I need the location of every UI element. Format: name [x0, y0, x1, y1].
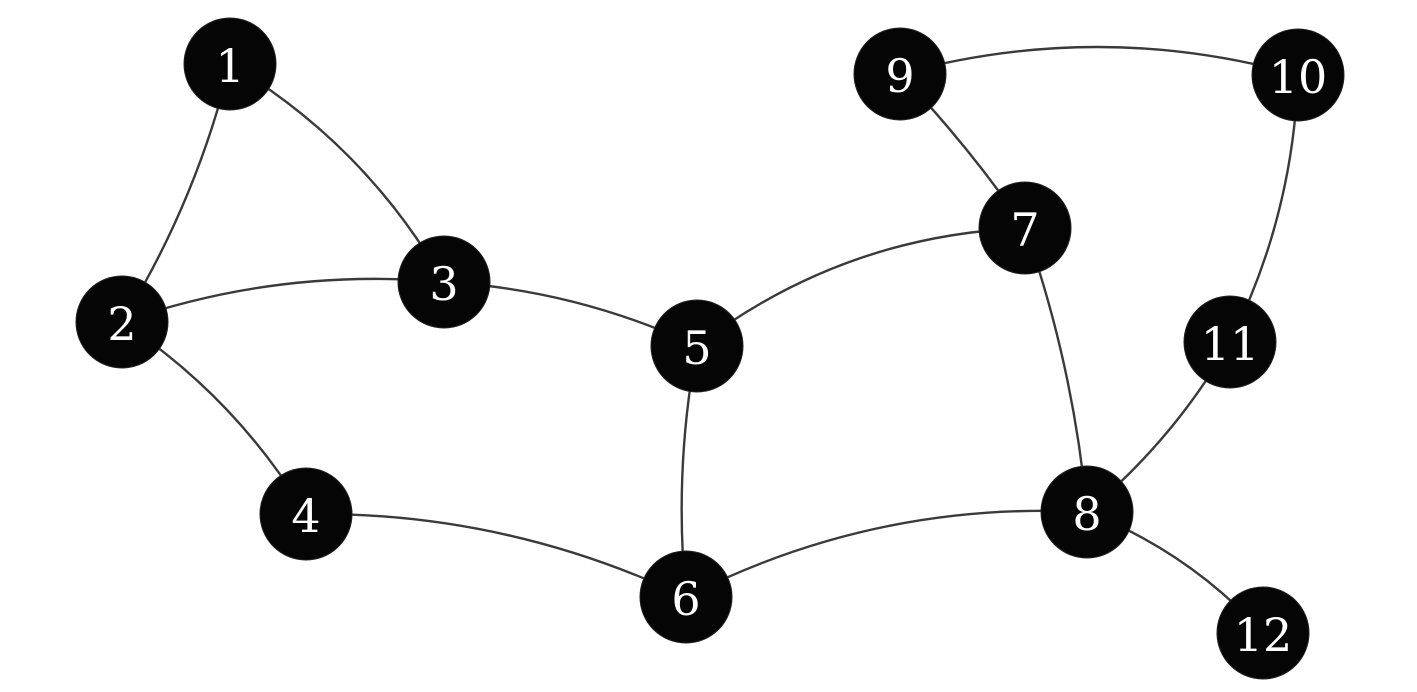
node-10-label: 10: [1269, 50, 1328, 104]
node-2-circle: [75, 275, 169, 369]
node-8: 8: [1040, 465, 1134, 559]
node-6-label: 6: [671, 572, 700, 626]
edge-4-6: [304, 512, 688, 599]
node-7-label: 7: [1010, 203, 1039, 257]
node-3: 3: [397, 235, 491, 329]
node-9-label: 9: [885, 49, 914, 103]
node-11-label: 11: [1201, 317, 1260, 371]
node-12-circle: [1216, 586, 1310, 680]
edge-6-8: [684, 509, 1089, 599]
node-4: 4: [259, 467, 353, 561]
node-9-circle: [853, 27, 947, 121]
node-7: 7: [978, 181, 1072, 275]
node-7-circle: [978, 181, 1072, 275]
edge-5-7: [695, 226, 1027, 348]
edge-2-3: [120, 277, 446, 324]
edge-9-10: [898, 45, 1300, 77]
node-2-label: 2: [107, 297, 136, 351]
node-6: 6: [639, 550, 733, 644]
node-8-label: 8: [1072, 487, 1101, 541]
node-1-label: 1: [215, 39, 244, 93]
node-3-label: 3: [429, 257, 458, 311]
node-1: 1: [183, 17, 277, 111]
node-1-circle: [183, 17, 277, 111]
node-5: 5: [650, 299, 744, 393]
node-11: 11: [1183, 295, 1277, 389]
node-5-label: 5: [682, 321, 711, 375]
node-4-label: 4: [291, 489, 320, 543]
node-9: 9: [853, 27, 947, 121]
node-2: 2: [75, 275, 169, 369]
node-10-circle: [1251, 28, 1345, 122]
node-4-circle: [259, 467, 353, 561]
node-3-circle: [397, 235, 491, 329]
node-6-circle: [639, 550, 733, 644]
node-12-label: 12: [1234, 608, 1293, 662]
node-5-circle: [650, 299, 744, 393]
node-10: 10: [1251, 28, 1345, 122]
node-12: 12: [1216, 586, 1310, 680]
node-8-circle: [1040, 465, 1134, 559]
node-11-circle: [1183, 295, 1277, 389]
